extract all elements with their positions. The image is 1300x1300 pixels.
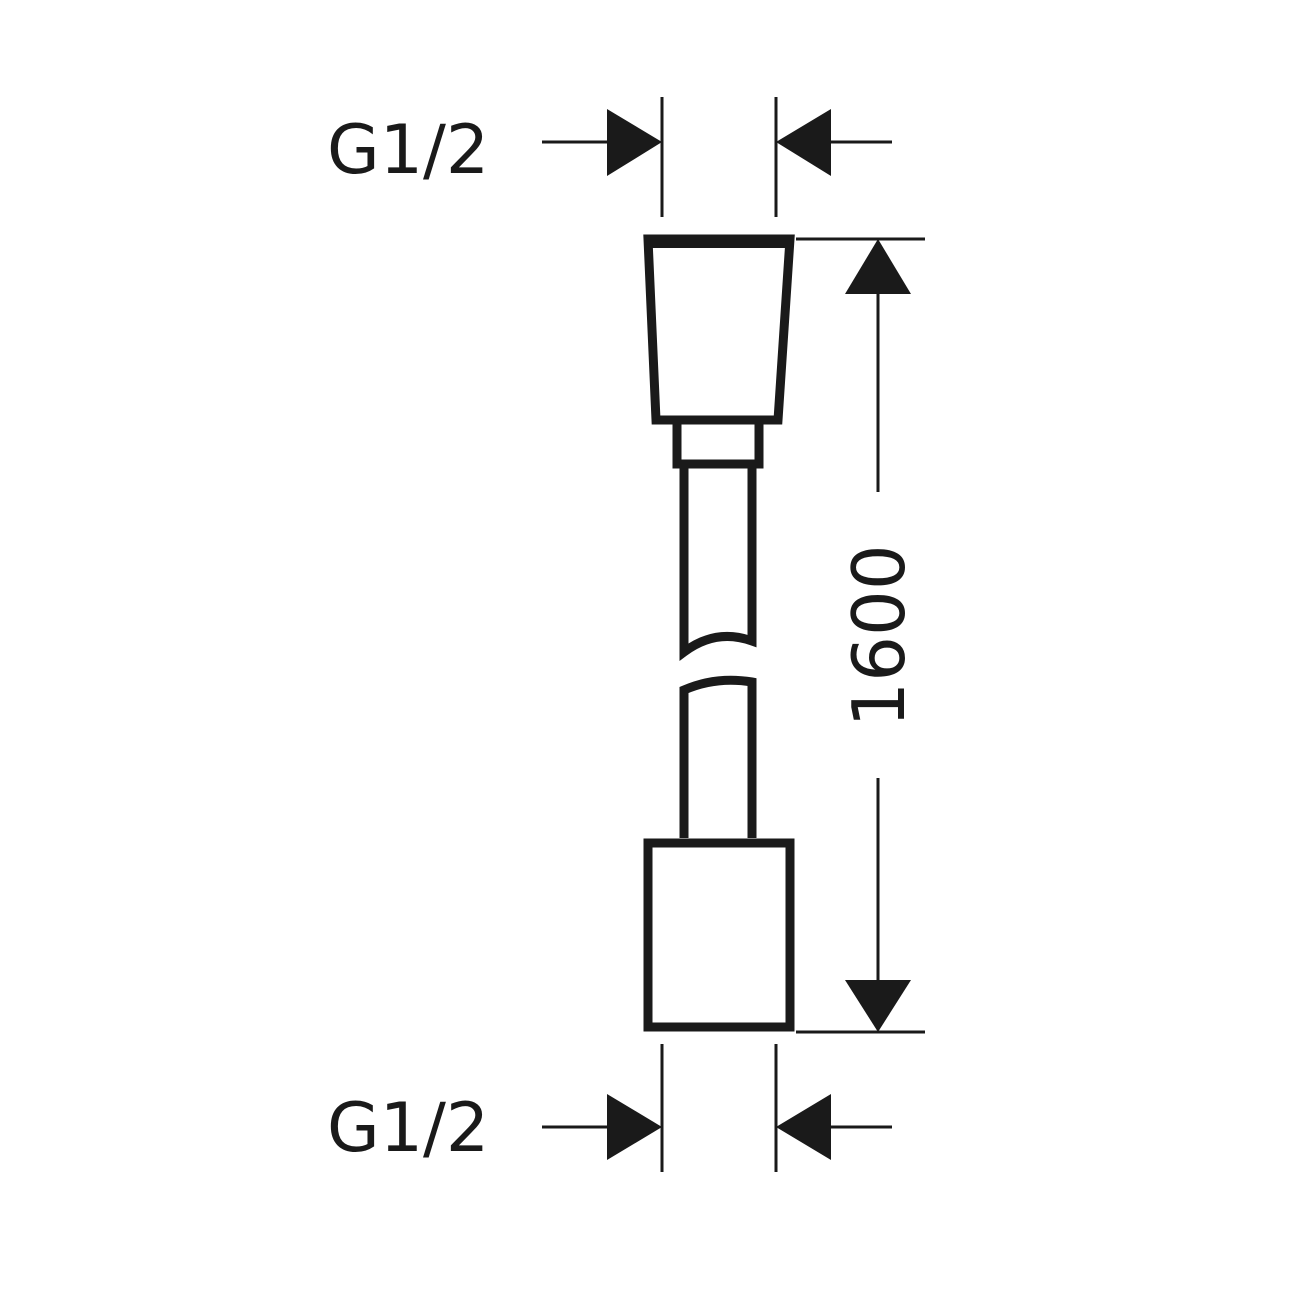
top-nut-rim: [648, 236, 790, 248]
top-arrow-left: [607, 109, 662, 176]
bottom-nut: [643, 838, 795, 1032]
bottom-arrow-left: [607, 1094, 662, 1160]
length-dimension: 1600: [796, 237, 925, 1034]
length-label: 1600: [837, 544, 921, 727]
top-arrow-right: [776, 109, 831, 176]
top-nut: [643, 234, 795, 425]
hose-body: [643, 234, 795, 1032]
hose-lower-segment: [679, 675, 757, 838]
top-collar: [672, 420, 764, 469]
bottom-thread-label: G1/2: [327, 1089, 489, 1168]
length-arrow-bottom: [845, 980, 911, 1032]
top-thread-dimension: G1/2: [327, 97, 892, 217]
hose-upper-segment: [679, 464, 757, 661]
length-arrow-top: [845, 239, 911, 294]
top-thread-label: G1/2: [327, 111, 489, 190]
bottom-arrow-right: [776, 1094, 831, 1160]
bottom-thread-dimension: G1/2: [327, 1044, 892, 1172]
